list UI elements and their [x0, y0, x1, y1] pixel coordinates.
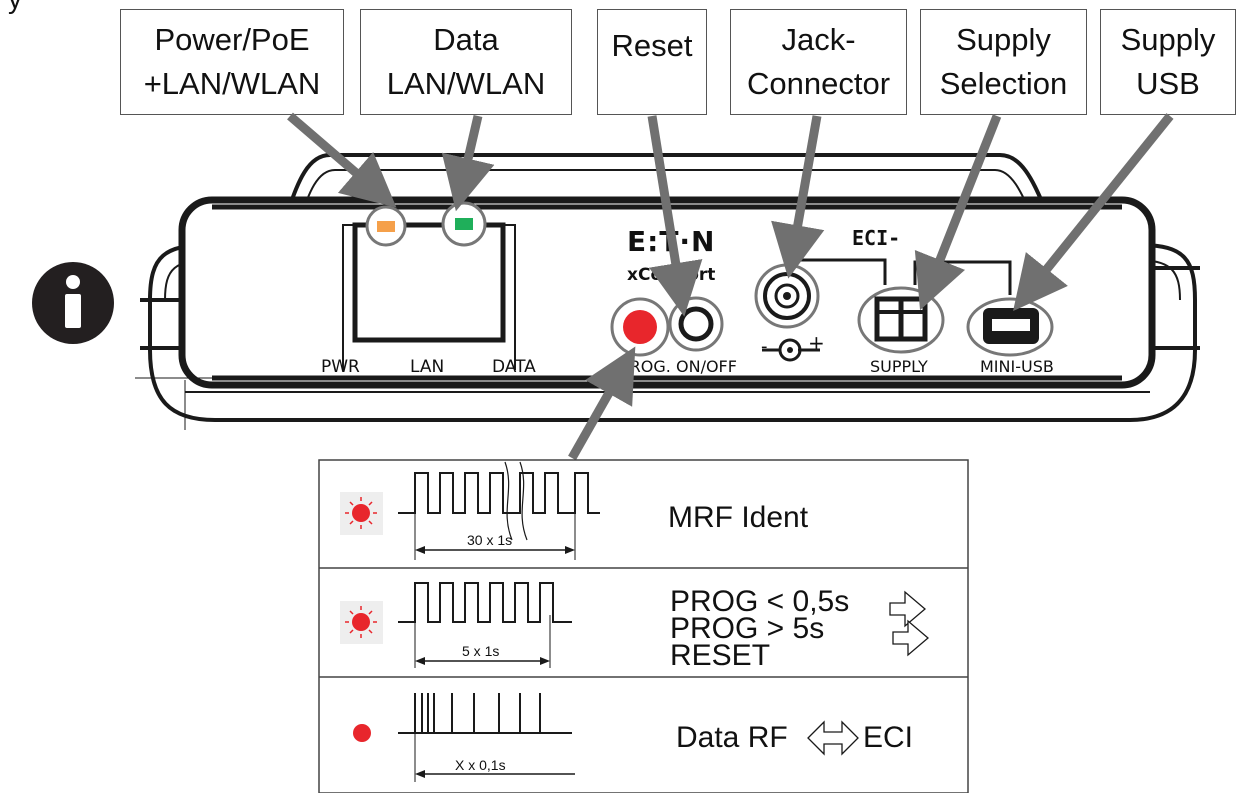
legend-mrf-ident: MRF Ident — [668, 501, 809, 534]
callout-power: Power/PoE +LAN/WLAN — [120, 9, 344, 115]
cropped-top-text: y — [8, 0, 22, 14]
callout-jack: Jack- Connector — [730, 9, 907, 115]
label-pwr: PWR — [321, 357, 360, 377]
polarity-minus: - — [761, 336, 768, 357]
right-arrow-2 — [892, 619, 930, 657]
timing-label-1: 30 x 1s — [467, 532, 512, 548]
label-supply: SUPPLY — [870, 357, 928, 376]
front-connectors — [610, 258, 1054, 362]
double-arrow — [807, 720, 859, 756]
legend-prog-long: PROG > 5s — [670, 612, 825, 645]
prog-button — [610, 297, 670, 357]
onoff-button — [668, 296, 724, 352]
pulse-train-1 — [398, 472, 600, 514]
steady-led-icon — [353, 724, 371, 742]
blinking-led-icon-2 — [340, 601, 383, 644]
legend-data-rf: Data RF — [676, 721, 788, 754]
right-arrow-1 — [889, 590, 927, 628]
jack-connector — [754, 263, 820, 329]
label-data: DATA — [492, 357, 536, 377]
label-mini-usb: MINI-USB — [980, 357, 1054, 376]
legend-prog-short: PROG < 0,5s — [670, 585, 850, 618]
mini-usb-port — [966, 297, 1054, 357]
pulse-train-2 — [398, 582, 572, 623]
label-onoff: ON/OFF — [676, 357, 737, 376]
label-lan: LAN — [410, 357, 444, 377]
callout-supply-selection: Supply Selection — [920, 9, 1087, 115]
legend-eci: ECI — [863, 721, 914, 754]
info-icon — [32, 262, 114, 344]
polarity-icon — [762, 338, 820, 362]
callout-reset: Reset — [597, 9, 707, 115]
timing-label-2: 5 x 1s — [462, 643, 499, 659]
model-prefix: ECI- — [852, 226, 900, 250]
legend-reset: RESET — [670, 639, 771, 672]
svg-text:y: y — [8, 0, 22, 14]
blinking-led-icon — [340, 492, 383, 535]
timing-label-3: X x 0,1s — [455, 757, 506, 773]
callout-supply-usb: Supply USB — [1100, 9, 1236, 115]
callout-data: Data LAN/WLAN — [360, 9, 572, 115]
